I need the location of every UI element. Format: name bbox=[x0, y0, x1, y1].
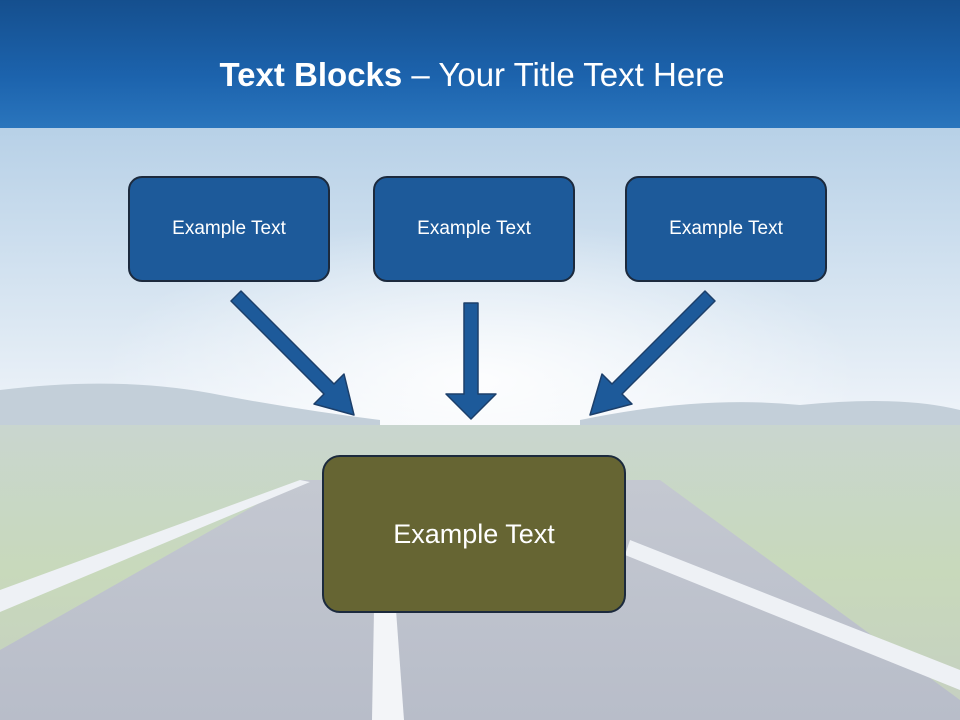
text-block-label: Example Text bbox=[669, 218, 783, 239]
target-text-block[interactable]: Example Text bbox=[322, 455, 626, 613]
slide-title: Text Blocks – Your Title Text Here bbox=[0, 52, 952, 98]
target-text-block-label: Example Text bbox=[393, 518, 555, 549]
text-block-right[interactable]: Example Text bbox=[625, 176, 827, 282]
text-block-label: Example Text bbox=[417, 218, 531, 239]
title-rest-part: Your Title Text Here bbox=[438, 56, 725, 93]
text-block-label: Example Text bbox=[172, 218, 286, 239]
title-bar bbox=[0, 0, 960, 128]
text-block-center[interactable]: Example Text bbox=[373, 176, 575, 282]
text-block-left[interactable]: Example Text bbox=[128, 176, 330, 282]
title-bold-part: Text Blocks bbox=[219, 56, 403, 93]
title-separator: – bbox=[402, 56, 439, 93]
